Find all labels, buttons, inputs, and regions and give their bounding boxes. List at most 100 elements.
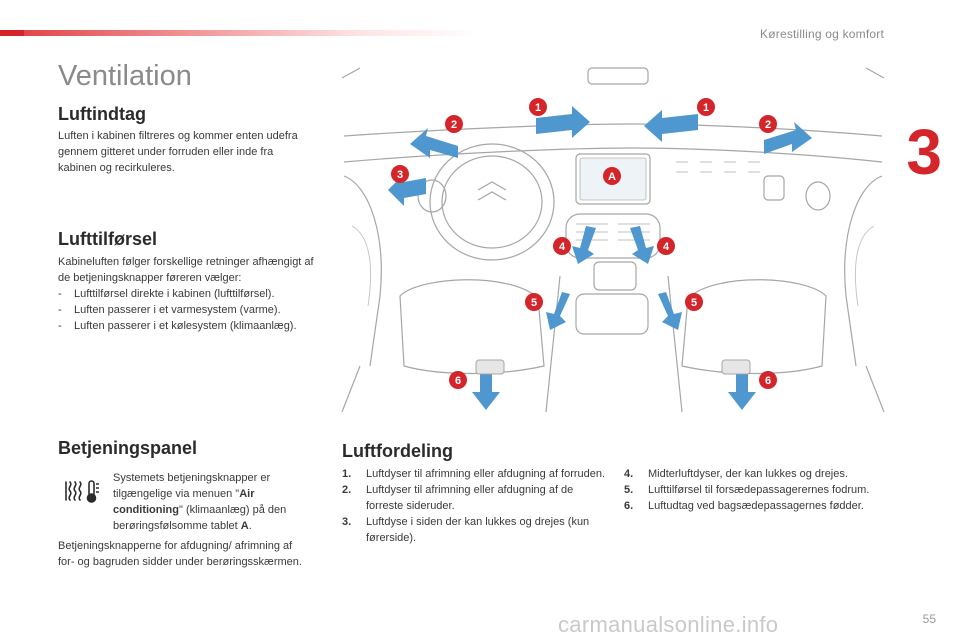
luftfordeling-list-left: 1. Luftdyser til afrimning eller afdugnin… [342,466,606,546]
airflow-arrow [658,292,682,330]
svg-text:6: 6 [765,375,771,387]
right-door-outline [844,175,883,367]
luftindtag-text: Luften i kabinen filtreres og kommer ent… [58,130,298,174]
lufttilforsel-intro: Kabineluften følger forskellige retninge… [58,256,314,284]
svg-text:1: 1 [535,102,541,114]
item-number: 3. [342,516,352,528]
console-controls-outline [593,261,637,291]
rearview-mirror-outline [587,67,649,85]
diagram-outline [341,67,361,79]
callout-2-left: 2 [445,115,463,133]
rear-floor-outlet [475,359,505,375]
luftfordeling-heading: Luftfordeling [342,441,453,461]
dashboard-buttons [676,161,760,173]
item-text: Midterluftdyser, der kan lukkes og dreje… [648,468,848,480]
chapter-number: 3 [906,116,942,188]
steering-wheel-outline [429,143,555,261]
airflow-arrow [764,122,812,154]
callout-1-left: 1 [529,98,547,116]
item-number: 4. [624,468,634,480]
lufttilforsel-block: Kabineluften følger forskellige retninge… [58,254,320,334]
header-accent-cap [0,30,24,36]
betjeningspanel-text: Systemets betjeningsknapper er tilgængel… [113,470,313,534]
watermark: carmanualsonline.info [558,612,779,637]
header-accent-bar [0,30,480,36]
door-trim [351,225,875,307]
item-text: Luftdyser til afrimning eller afdugning … [366,468,606,480]
callout-4-left: 4 [553,237,571,255]
callout-4-right: 4 [657,237,675,255]
airflow-arrow [630,226,654,264]
airflow-arrow [546,292,570,330]
rear-floor-outlet [721,359,751,375]
lufttilforsel-list: Lufttilførsel direkte i kabinen (lufttil… [58,286,320,334]
touchscreen-outline [575,153,651,205]
brand-logo-outline [477,181,507,201]
tablet-label: A [240,520,249,532]
gear-area-outline [575,293,649,335]
callout-5-right: 5 [685,293,703,311]
betjeningspanel-text-part: " (klimaanlæg) på den berøringsfølsomme … [113,504,287,532]
luftindtag-heading: Luftindtag [58,104,146,124]
callout-5-left: 5 [525,293,543,311]
side-vent-outline [805,181,831,211]
luftfordeling-list-right: 4. Midterluftdyser, der kan lukkes og dre… [624,466,884,514]
climate-control-icon [65,480,99,503]
list-item: 5. Lufttilførsel til forsædepassagerernes… [624,482,884,498]
svg-text:2: 2 [451,119,457,131]
item-text: Luftudtag ved bagsædepassagernes fødder. [648,500,864,512]
glovebox-vent-outline [763,175,785,201]
svg-text:4: 4 [559,241,566,253]
driver-seat-outline [399,279,545,375]
air-conditioning-menu-name: Air conditioning [113,488,255,516]
passenger-seat-outline [681,279,827,375]
page-title: Ventilation [58,60,192,92]
list-item: 1. Luftdyser til afrimning eller afdugnin… [342,466,606,482]
list-item: 3.Luftdyse i siden der kan lukkes og dre… [342,514,606,546]
svg-text:A: A [608,171,616,183]
airflow-arrow [572,226,596,264]
svg-text:6: 6 [455,375,461,387]
airflow-arrow [644,110,698,142]
header-section-title: Kørestilling og komfort [760,27,884,41]
center-console-outline [545,275,683,412]
betjeningspanel-text-part: . [248,520,252,532]
page-number: 55 [922,612,936,626]
center-vents-outline [565,213,661,259]
airflow-arrow [410,128,458,158]
airflow-arrow [728,370,756,410]
betjeningspanel-note: Betjeningsknapperne for afdugning/ afrim… [58,540,302,568]
list-item: 6. Luftudtag ved bagsædepassagernes fødde… [624,498,884,514]
item-text: Lufttilførsel til forsædepassagerernes f… [648,484,870,496]
callout-6-right: 6 [759,371,777,389]
item-text: Luftdyser til afrimning eller afdugning … [366,484,574,512]
svg-text:5: 5 [691,297,697,309]
list-item: Lufttilførsel direkte i kabinen (lufttil… [58,286,320,302]
list-item: Luften passerer i et kølesystem (klimaan… [58,318,320,334]
item-number: 6. [624,500,634,512]
betjeningspanel-text-part: Systemets betjeningsknapper er tilgængel… [113,472,271,500]
callout-1-right: 1 [697,98,715,116]
item-number: 5. [624,484,634,496]
airflow-arrow [472,370,500,410]
callout-2-right: 2 [759,115,777,133]
svg-text:1: 1 [703,102,709,114]
steering-wheel-outline [441,155,543,249]
callout-3: 3 [391,165,409,183]
floor-outline [341,365,885,412]
list-item: 2. Luftdyser til afrimning eller afdugnin… [342,482,606,514]
svg-text:3: 3 [397,169,403,181]
callout-a: A [603,167,621,185]
svg-text:2: 2 [765,119,771,131]
callout-6-left: 6 [449,371,467,389]
item-number: 2. [342,484,352,496]
diagram-outline [865,67,885,79]
svg-text:4: 4 [663,241,670,253]
list-item: 4. Midterluftdyser, der kan lukkes og dre… [624,466,884,482]
side-vent-outline [417,179,447,213]
left-door-outline [343,175,382,367]
airflow-arrow [536,106,590,138]
ventilation-diagram: 1 1 2 2 3 A 4 4 5 5 6 6 [341,67,885,412]
lufttilforsel-heading: Lufttilførsel [58,229,157,249]
item-number: 1. [342,468,352,480]
